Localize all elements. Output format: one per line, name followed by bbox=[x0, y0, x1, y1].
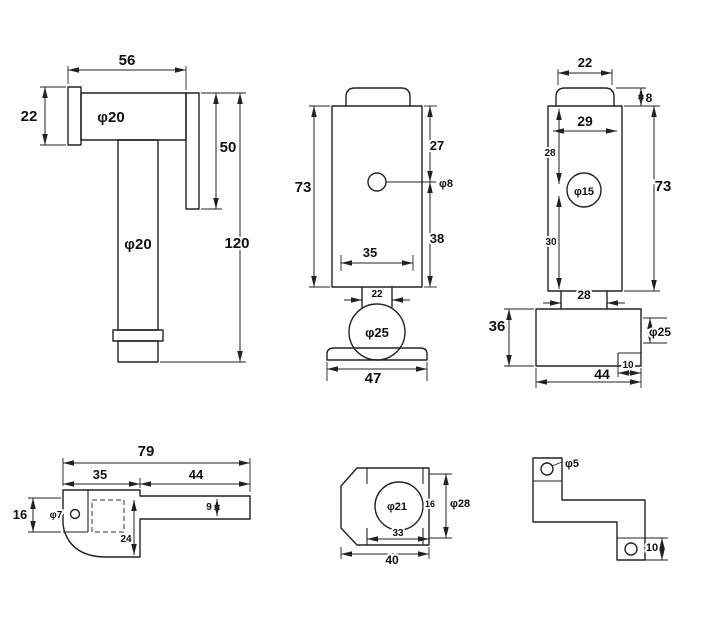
v1-collar bbox=[112, 329, 164, 342]
dim-v3-28-neck: 28 bbox=[577, 288, 591, 302]
dim-v5-40: 40 bbox=[385, 553, 399, 567]
v2-body bbox=[331, 105, 423, 288]
v1-tip bbox=[117, 340, 159, 363]
v4-hidden-hole bbox=[91, 499, 125, 533]
dim-v2-dia25: φ25 bbox=[365, 325, 389, 340]
dim-v4-dia7: φ7 bbox=[50, 510, 63, 521]
dim-v1-dia20-top: φ20 bbox=[97, 109, 124, 126]
view-6-dimensions: φ5 10 bbox=[551, 456, 668, 561]
dim-v1-50: 50 bbox=[220, 139, 237, 156]
dim-v1-dia20-shaft: φ20 bbox=[124, 236, 151, 253]
dim-v3-29: 29 bbox=[577, 113, 593, 129]
v5-bore bbox=[374, 481, 424, 531]
view-6-part-outline bbox=[532, 457, 646, 561]
v3-cap bbox=[555, 87, 615, 107]
dim-v4-44: 44 bbox=[189, 467, 204, 482]
dim-v4-24: 24 bbox=[120, 534, 132, 545]
dim-v6-10: 10 bbox=[646, 542, 658, 554]
view-3-group: 22 8 29 28 φ15 73 30 28 36 φ25 44 10 bbox=[487, 53, 673, 388]
dim-v2-38: 38 bbox=[430, 231, 444, 246]
dim-v4-79: 79 bbox=[138, 443, 155, 460]
view-1-group: 56 22 φ20 50 120 φ20 bbox=[19, 50, 252, 363]
dim-v5-16: 16 bbox=[425, 499, 435, 509]
dim-v5-dia21: φ21 bbox=[387, 501, 407, 513]
v1-shaft bbox=[117, 139, 159, 331]
dim-v2-27: 27 bbox=[430, 138, 444, 153]
view-6-group: φ5 10 bbox=[532, 456, 668, 561]
dim-v2-dia8: φ8 bbox=[439, 178, 453, 190]
dim-v3-dia25: φ25 bbox=[649, 325, 671, 339]
dim-v4-16: 16 bbox=[13, 507, 27, 522]
v6-outline bbox=[532, 457, 646, 561]
view-2-group: 73 27 φ8 38 35 22 φ25 47 bbox=[293, 87, 455, 389]
view-3-part-outline bbox=[535, 87, 642, 367]
view-5-group: φ21 16 φ28 33 40 bbox=[340, 467, 472, 569]
dim-v4-9: 9 bbox=[206, 502, 212, 513]
dim-v1-22: 22 bbox=[21, 108, 38, 125]
view-2-dimensions: 73 27 φ8 38 35 22 φ25 47 bbox=[293, 105, 455, 389]
dim-v3-73: 73 bbox=[655, 178, 672, 195]
v4-small-hole bbox=[69, 508, 81, 520]
dim-v3-44: 44 bbox=[594, 366, 610, 382]
v6-top-hole bbox=[540, 462, 554, 476]
dim-v3-30: 30 bbox=[545, 237, 557, 248]
dim-v3-dia15: φ15 bbox=[574, 186, 594, 198]
v1-flange bbox=[67, 86, 82, 146]
v2-boss bbox=[348, 303, 406, 361]
dim-v5-33: 33 bbox=[392, 528, 404, 539]
view-1-dimensions: 56 22 φ20 50 120 φ20 bbox=[19, 50, 252, 363]
view-4-part-outline bbox=[62, 489, 251, 558]
view-1-part-outline bbox=[67, 86, 200, 363]
dim-v2-73: 73 bbox=[295, 179, 312, 196]
dim-v3-36: 36 bbox=[489, 318, 506, 335]
v3-block bbox=[535, 308, 642, 367]
dim-v6-dia5: φ5 bbox=[565, 458, 579, 470]
dim-v2-22: 22 bbox=[371, 289, 383, 300]
v2-base bbox=[326, 347, 428, 361]
v2-cap bbox=[345, 87, 411, 107]
view-2-part-outline bbox=[326, 87, 428, 361]
dim-v3-28-upper: 28 bbox=[544, 148, 556, 159]
v6-bottom-hole bbox=[624, 542, 638, 556]
view-4-dimensions: 79 35 44 16 φ7 9 24 bbox=[11, 441, 251, 555]
view-4-group: 79 35 44 16 φ7 9 24 bbox=[11, 441, 251, 558]
v5-outline bbox=[340, 467, 430, 546]
v3-body bbox=[547, 105, 623, 292]
dim-v2-35: 35 bbox=[363, 245, 377, 260]
dim-v2-47: 47 bbox=[365, 370, 382, 387]
dim-v1-56: 56 bbox=[119, 52, 136, 69]
v4-outline bbox=[62, 489, 251, 558]
dim-v4-35: 35 bbox=[93, 467, 107, 482]
dim-v5-dia28: φ28 bbox=[450, 498, 470, 510]
view-5-dimensions: φ21 16 φ28 33 40 bbox=[340, 473, 472, 569]
v3-hole bbox=[566, 172, 602, 208]
view-5-part-outline bbox=[340, 467, 430, 546]
view-3-dimensions: 22 8 29 28 φ15 73 30 28 36 φ25 44 10 bbox=[487, 53, 673, 388]
v1-hook-plate bbox=[185, 92, 200, 210]
dim-v3-10: 10 bbox=[622, 360, 634, 371]
v2-hole bbox=[367, 172, 387, 192]
dim-v3-22: 22 bbox=[578, 55, 592, 70]
dim-v1-120: 120 bbox=[224, 235, 249, 252]
dim-v3-8: 8 bbox=[646, 91, 653, 105]
